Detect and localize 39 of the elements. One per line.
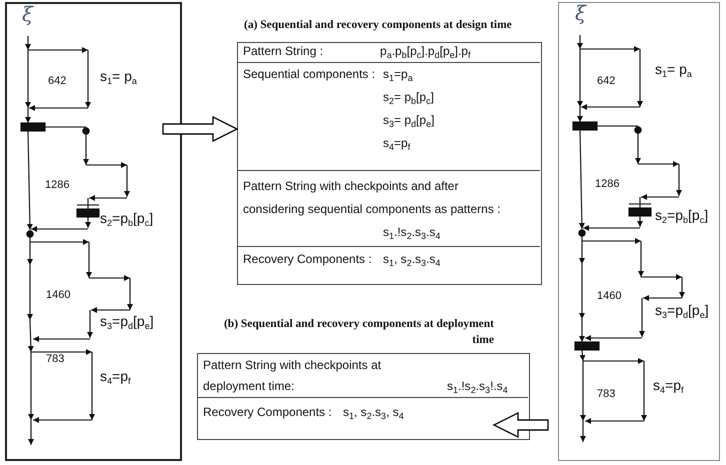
formula-text: p$_{a}$.p$_{b}$[p$_{c}$].p$_{d}$[p$_{e}$].p$_{f}$	[380, 43, 470, 60]
cost-number: 1286	[45, 178, 70, 193]
formula-text: s$_{1}$, s$_{2}$.s$_{3}$, s$_{4}$	[343, 404, 404, 421]
component-label: s$_{2}$=p$_{b}$[p$_{c}$]	[655, 207, 708, 224]
start-symbol: ξ	[22, 6, 34, 23]
cost-number: 1460	[597, 289, 622, 304]
formula-text: s$_{1}$, s$_{2}$.s$_{3}$.s$_{4}$	[383, 251, 440, 268]
component-label: s$_{1}$= p$_{a}$	[655, 61, 692, 78]
cost-number: 642	[48, 74, 66, 89]
row-label: Recovery Components :	[203, 404, 332, 421]
row-label: Recovery Components :	[243, 251, 372, 268]
formula-text: s$_{1}$=p$_{a}$	[383, 66, 413, 83]
hollow-arrow	[162, 116, 239, 142]
row-label: Pattern String with checkpoints at deployment time:	[203, 357, 382, 395]
formula-text: s$_{1}$.!s$_{2}$.s$_{3}$!.s$_{4}$	[447, 378, 508, 397]
hollow-arrow	[492, 412, 549, 438]
table-heading: (b) Sequential and recovery components at deployment time	[222, 317, 494, 348]
formula-text: s$_{1}$.!s$_{2}$.s$_{3}$.s$_{4}$	[383, 224, 440, 243]
formula-text: s$_{4}$=p$_{f}$	[383, 135, 410, 152]
cost-number: 783	[46, 352, 64, 367]
component-label: s$_{4}$=p$_{f}$	[100, 368, 130, 385]
formula-text: s$_{3}$= p$_{d}$[p$_{e}$]	[383, 112, 434, 129]
component-label: s$_{4}$=p$_{f}$	[653, 377, 684, 394]
flowchart-panel	[5, 2, 182, 461]
row-label: Pattern String :	[243, 43, 324, 60]
row-label: Sequential components :	[243, 66, 376, 83]
cost-number: 1460	[46, 288, 70, 303]
flowchart-panel	[558, 2, 720, 461]
component-label: s$_{3}$=p$_{d}$[p$_{e}$]	[655, 302, 709, 319]
component-label: s$_{2}$=p$_{b}$[p$_{c}$]	[100, 210, 154, 227]
formula-text: s$_{2}$= p$_{b}$[p$_{c}$]	[383, 89, 434, 106]
table-heading: (a) Sequential and recovery components at design time	[244, 18, 513, 33]
component-label: s$_{3}$=p$_{d}$[p$_{e}$]	[100, 313, 154, 330]
cost-number: 1286	[595, 177, 620, 192]
cost-number: 642	[597, 74, 616, 89]
row-label: Pattern String with checkpoints and after considering sequential components as patterns :	[243, 178, 502, 218]
start-symbol: ξ	[575, 5, 586, 22]
cost-number: 783	[597, 387, 616, 402]
component-label: s$_{1}$= p$_{a}$	[100, 68, 137, 85]
